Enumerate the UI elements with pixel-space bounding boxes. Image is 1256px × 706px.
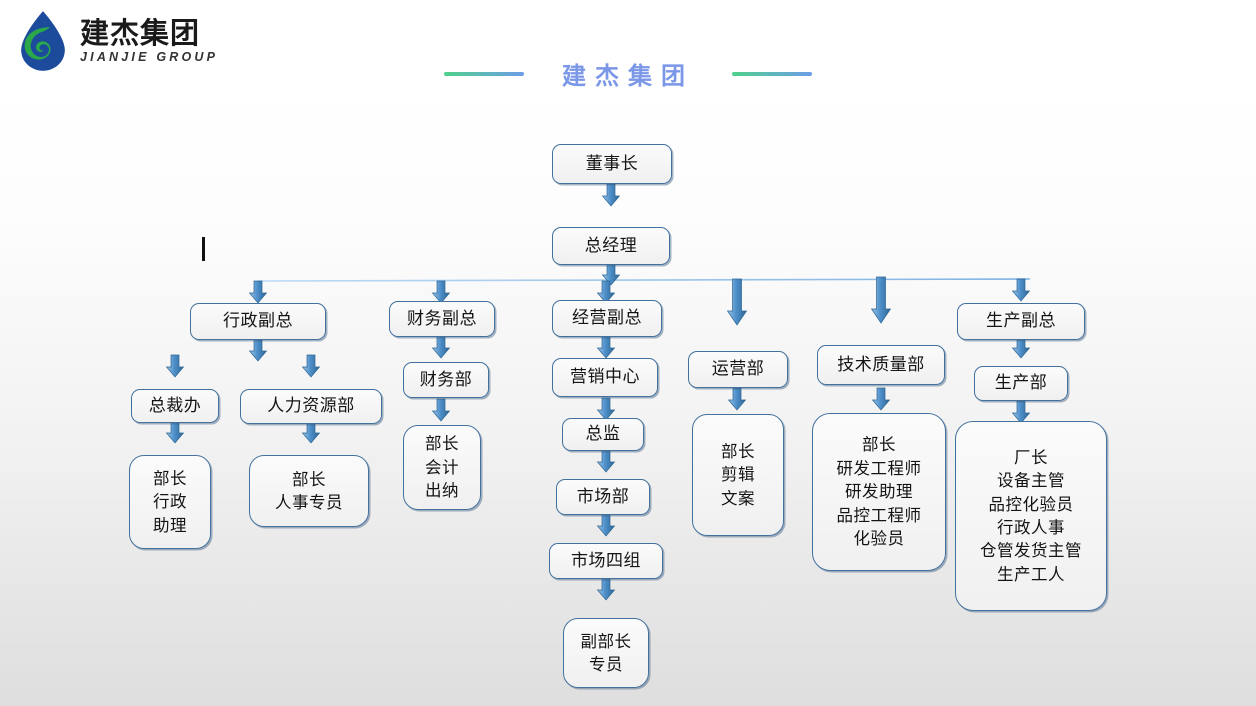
node-dept-hr[interactable]: 人力资源部 (240, 389, 382, 424)
node-vp-production[interactable]: 生产副总 (957, 303, 1085, 340)
node-roles-production[interactable]: 厂长 设备主管 品控化验员 行政人事 仓管发货主管 生产工人 (955, 421, 1107, 611)
node-general-manager[interactable]: 总经理 (552, 227, 670, 265)
node-roles-market-sub[interactable]: 副部长 专员 (563, 618, 649, 688)
node-dept-production[interactable]: 生产部 (974, 366, 1068, 401)
title-rule-right (732, 71, 812, 76)
node-dept-market[interactable]: 市场部 (556, 479, 650, 515)
logo-text-cn: 建杰集团 (80, 15, 201, 50)
node-roles-hr[interactable]: 部长 人事专员 (249, 455, 369, 527)
node-vp-admin[interactable]: 行政副总 (190, 303, 326, 340)
text-cursor-caret (202, 237, 205, 261)
node-dept-finance[interactable]: 财务部 (403, 362, 489, 398)
node-dept-operations[interactable]: 运营部 (688, 351, 788, 388)
title-rule-left (444, 71, 524, 76)
page-header: 建杰集团 JIANJIE GROUP 建杰集团 (0, 0, 1256, 104)
node-chairman[interactable]: 董事长 (552, 144, 672, 184)
page-title: 建杰集团 (562, 62, 694, 90)
node-vp-operations[interactable]: 经营副总 (552, 300, 662, 337)
node-office-president[interactable]: 总裁办 (131, 389, 219, 423)
node-roles-admin[interactable]: 部长 行政 助理 (129, 455, 211, 549)
node-roles-finance[interactable]: 部长 会计 出纳 (403, 425, 481, 510)
node-director[interactable]: 总监 (562, 418, 644, 451)
node-marketing-center[interactable]: 营销中心 (552, 358, 658, 397)
node-roles-tech-quality[interactable]: 部长 研发工程师 研发助理 品控工程师 化验员 (812, 413, 946, 571)
water-droplet-logo-icon (14, 10, 72, 72)
brand-logo: 建杰集团 JIANJIE GROUP (14, 10, 218, 72)
logo-text-en: JIANJIE GROUP (80, 49, 219, 64)
node-dept-tech-quality[interactable]: 技术质量部 (817, 345, 945, 385)
node-market-group-four[interactable]: 市场四组 (549, 543, 663, 579)
page-title-row: 建杰集团 (0, 56, 1256, 91)
node-vp-finance[interactable]: 财务副总 (389, 301, 495, 337)
node-roles-operations[interactable]: 部长 剪辑 文案 (692, 414, 784, 536)
